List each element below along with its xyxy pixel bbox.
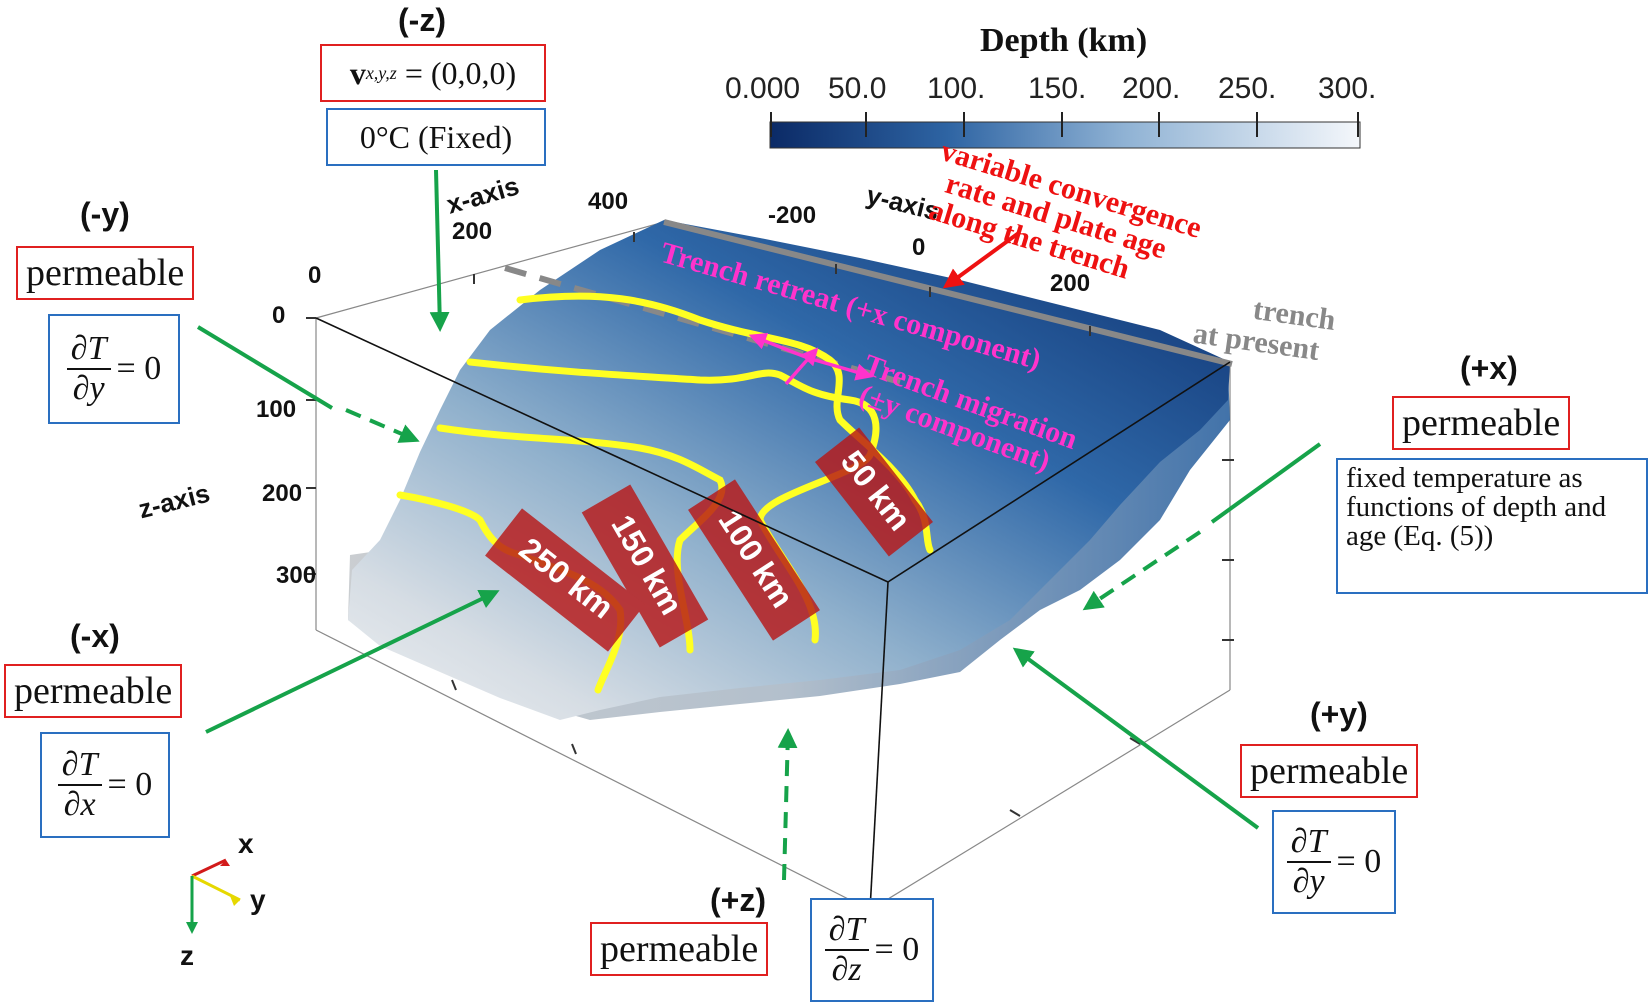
z-axis-tick-300: 300 xyxy=(276,562,317,589)
x-axis-tick-200: 200 xyxy=(452,218,493,245)
eq-numerator: ∂T xyxy=(66,330,111,370)
face-neg-x-label: (-x) xyxy=(70,618,120,654)
face-pos-y-label: (+y) xyxy=(1310,696,1368,732)
colorbar-tick-100: 100. xyxy=(927,72,986,105)
bounding-box-ticks xyxy=(306,232,1234,817)
trench-line xyxy=(663,219,1233,367)
y-axis-tick-0: 0 xyxy=(912,234,926,261)
arrow-neg-z xyxy=(429,169,450,332)
triad-x-label: x xyxy=(238,828,254,859)
convergence-arrow xyxy=(942,230,1022,289)
face-pos-x-permeable-box: permeable xyxy=(1392,396,1571,450)
eq-numerator: ∂T xyxy=(57,746,102,786)
eq-denominator: ∂y xyxy=(1292,863,1325,900)
face-neg-z-temperature-box: 0°C (Fixed) xyxy=(326,108,546,166)
face-pos-y-equation-box: ∂T∂y = 0 xyxy=(1272,810,1396,914)
boundary-arrows xyxy=(196,169,1322,881)
eq-rhs: = 0 xyxy=(107,766,153,803)
arrow-neg-y-dashed xyxy=(345,408,420,443)
colorbar-tick-250: 250. xyxy=(1218,72,1277,105)
face-pos-x-label: (+x) xyxy=(1460,350,1518,386)
eq-denominator: ∂y xyxy=(72,370,105,407)
arrow-pos-y xyxy=(1012,647,1260,830)
face-pos-x-temperature-box: fixed temperature as functions of depth … xyxy=(1336,458,1648,594)
colorbar-tick-200: 200. xyxy=(1122,72,1181,105)
eq-rhs: = 0 xyxy=(116,350,162,387)
face-neg-z-label: (-z) xyxy=(398,2,446,38)
colorbar-tick-marks xyxy=(770,112,1359,137)
arrow-pos-x xyxy=(1210,442,1322,524)
triad-y-label: y xyxy=(250,884,266,915)
contour-label-backgrounds xyxy=(485,427,934,652)
face-neg-x-equation-box: ∂T∂x = 0 xyxy=(40,732,170,838)
colorbar-gradient xyxy=(769,121,1361,149)
bounding-box-front xyxy=(315,317,1231,911)
eq-rhs: = 0 xyxy=(1336,843,1382,880)
arrow-neg-x xyxy=(205,589,500,734)
colorbar-tick-50: 50.0 xyxy=(828,72,887,105)
velocity-value: = (0,0,0) xyxy=(404,54,517,91)
arrow-neg-y xyxy=(196,325,334,410)
axis-triad xyxy=(186,858,241,934)
face-neg-x-permeable-box: permeable xyxy=(4,664,183,718)
colorbar-tick-150: 150. xyxy=(1028,72,1087,105)
colorbar-title: Depth (km) xyxy=(980,22,1148,59)
eq-rhs: = 0 xyxy=(874,931,920,968)
z-axis-tick-100: 100 xyxy=(256,396,297,423)
velocity-symbol: v xyxy=(349,54,366,91)
eq-numerator: ∂T xyxy=(824,911,869,951)
face-neg-y-permeable-box: permeable xyxy=(16,246,195,300)
z-axis-tick-0: 0 xyxy=(272,302,286,329)
x-axis-tick-400: 400 xyxy=(588,188,629,215)
face-pos-y-permeable-box: permeable xyxy=(1240,744,1419,798)
face-neg-y-equation-box: ∂T∂y = 0 xyxy=(48,314,180,424)
eq-denominator: ∂x xyxy=(63,786,96,823)
face-neg-y-label: (-y) xyxy=(80,196,130,232)
arrow-pos-x-dashed xyxy=(1082,530,1202,611)
x-axis-tick-0: 0 xyxy=(308,262,322,289)
y-axis-tick-200: 200 xyxy=(1050,270,1091,297)
z-axis-tick-200: 200 xyxy=(262,480,303,507)
migration-arrows xyxy=(748,332,874,386)
arrow-pos-z xyxy=(777,728,798,881)
face-pos-z-equation-box: ∂T∂z = 0 xyxy=(810,898,934,1002)
colorbar-tick-0: 0.000 xyxy=(725,72,801,105)
eq-numerator: ∂T xyxy=(1286,823,1331,863)
velocity-subscript: x,y,z xyxy=(365,62,397,83)
face-pos-z-label: (+z) xyxy=(710,882,766,918)
face-pos-z-permeable-box: permeable xyxy=(590,922,769,976)
y-axis-tick-neg200: -200 xyxy=(768,202,817,229)
triad-z-label: z xyxy=(180,940,194,971)
eq-denominator: ∂z xyxy=(831,951,862,988)
colorbar-tick-300: 300. xyxy=(1318,72,1377,105)
